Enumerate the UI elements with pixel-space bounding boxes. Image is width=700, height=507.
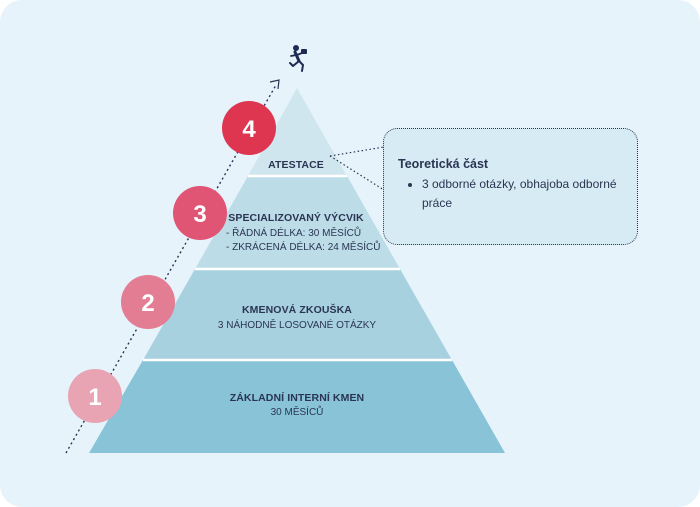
running-person-with-briefcase-icon [289, 45, 307, 72]
tier-3-line-1: - ŘÁDNÁ DÉLKA: 30 MĚSÍCŮ [226, 226, 361, 239]
step-circle-2: 2 [121, 275, 175, 329]
callout-box: Teoretická část 3 odborné otázky, obhajo… [383, 128, 638, 245]
pyramid-tier-1 [89, 360, 505, 453]
tier-1-title: ZÁKLADNÍ INTERNÍ KMEN [230, 391, 365, 404]
tier-3-title: SPECIALIZOVANÝ VÝCVIK [228, 211, 364, 224]
callout-item: 3 odborné otázky, obhajoba odborné práce [422, 175, 627, 213]
tier-2-line: 3 NÁHODNĚ LOSOVANÉ OTÁZKY [218, 318, 377, 331]
step-circle-4: 4 [222, 101, 276, 155]
callout-connector [329, 146, 385, 191]
tier-1-line: 30 MĚSÍCŮ [271, 405, 324, 418]
step-number-4: 4 [242, 116, 256, 143]
step-number-1: 1 [88, 384, 101, 411]
step-circle-3: 3 [173, 186, 227, 240]
tier-2-title: KMENOVÁ ZKOUŠKA [242, 303, 352, 316]
tier-4-title: ATESTACE [268, 159, 324, 171]
pyramid-tier-3 [195, 176, 400, 269]
step-number-3: 3 [193, 201, 206, 228]
pyramid-tier-4 [248, 88, 347, 176]
callout-title: Teoretická část [398, 157, 489, 171]
callout-list: 3 odborné otázky, obhajoba odborné práce [398, 175, 627, 213]
step-circle-1: 1 [68, 369, 122, 423]
step-number-2: 2 [141, 290, 154, 317]
tier-3-line-2: - ZKRÁCENÁ DÉLKA: 24 MĚSÍCŮ [226, 240, 380, 253]
pyramid-tier-2 [143, 269, 452, 360]
